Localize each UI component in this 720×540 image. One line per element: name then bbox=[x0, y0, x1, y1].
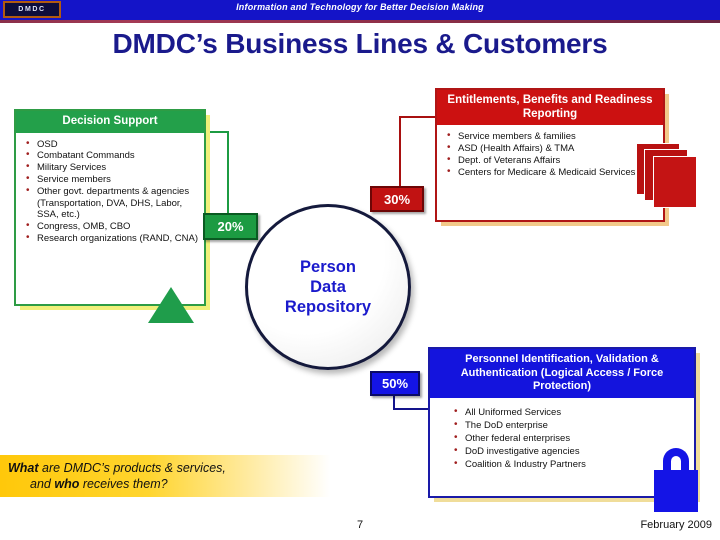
question-keyword-who: who bbox=[54, 477, 80, 491]
stack-card-front bbox=[653, 156, 697, 208]
dmdc-logo: DMDC bbox=[3, 1, 61, 18]
list-item: Other federal enterprises bbox=[452, 432, 688, 446]
card-decision-support-body: OSD Combatant Commands Military Services… bbox=[16, 133, 204, 249]
person-data-repository-circle: Person Data Repository bbox=[245, 204, 411, 370]
list-item: Combatant Commands bbox=[24, 149, 201, 161]
card-decision-support: Decision Support OSD Combatant Commands … bbox=[14, 109, 206, 306]
question-line2-pre: and bbox=[30, 477, 55, 491]
connector-green-vertical bbox=[227, 131, 229, 215]
card-entitlements: Entitlements, Benefits and Readiness Rep… bbox=[435, 88, 665, 222]
person-data-repository-label: Person Data Repository bbox=[285, 257, 371, 317]
card-personnel-identification-body: All Uniformed Services The DoD enterpris… bbox=[430, 398, 694, 476]
question-line2-rest: receives them? bbox=[79, 477, 168, 491]
list-item: Congress, OMB, CBO bbox=[24, 220, 201, 232]
card-entitlements-heading: Entitlements, Benefits and Readiness Rep… bbox=[437, 90, 663, 125]
badge-entitlements-percent: 30% bbox=[370, 186, 424, 212]
connector-blue-horizontal bbox=[393, 408, 433, 410]
list-item: Dept. of Veterans Affairs bbox=[445, 154, 657, 167]
padlock-shackle bbox=[663, 448, 689, 478]
badge-personnel-identification-percent: 50% bbox=[370, 371, 420, 396]
list-item: Coalition & Industry Partners bbox=[452, 458, 688, 472]
list-item: Centers for Medicare & Medicaid Services bbox=[445, 166, 657, 179]
header-bar bbox=[0, 0, 720, 20]
list-item: Service members & families bbox=[445, 130, 657, 143]
list-item: Military Services bbox=[24, 161, 201, 173]
question-keyword-what: What bbox=[8, 461, 39, 475]
page-number: 7 bbox=[356, 519, 364, 531]
personnel-identification-list: All Uniformed Services The DoD enterpris… bbox=[452, 406, 688, 472]
list-item: Research organizations (RAND, CNA) bbox=[24, 232, 201, 244]
circle-label-line-1: Person bbox=[300, 258, 356, 276]
card-personnel-identification-heading: Personnel Identification, Validation & A… bbox=[430, 349, 694, 398]
list-item: Other govt. departments & agencies (Tran… bbox=[24, 185, 201, 220]
list-item: ASD (Health Affairs) & TMA bbox=[445, 142, 657, 155]
connector-red-vertical bbox=[399, 116, 401, 190]
card-decision-support-heading: Decision Support bbox=[16, 111, 204, 133]
footer-date: February 2009 bbox=[640, 519, 712, 531]
connector-green-horizontal bbox=[205, 131, 229, 133]
list-item: DoD investigative agencies bbox=[452, 445, 688, 459]
circle-label-line-2: Data bbox=[310, 278, 346, 296]
list-item: Service members bbox=[24, 173, 201, 185]
badge-decision-support-percent: 20% bbox=[203, 213, 258, 240]
header-tagline: Information and Technology for Better De… bbox=[236, 2, 484, 12]
entitlements-list: Service members & families ASD (Health A… bbox=[445, 130, 657, 179]
question-line1-rest: are DMDC’s products & services, bbox=[38, 461, 226, 475]
card-personnel-identification: Personnel Identification, Validation & A… bbox=[428, 347, 696, 498]
list-item: The DoD enterprise bbox=[452, 419, 688, 433]
question-text: What are DMDC’s products & services, and… bbox=[0, 460, 226, 492]
blue-padlock-icon bbox=[650, 448, 702, 512]
green-triangle-icon bbox=[148, 287, 194, 323]
connector-blue-vertical bbox=[393, 394, 395, 410]
connector-red-horizontal bbox=[399, 116, 437, 118]
padlock-body bbox=[654, 470, 698, 512]
red-document-stack-icon bbox=[636, 143, 698, 213]
list-item: OSD bbox=[24, 137, 201, 149]
dmdc-logo-text: DMDC bbox=[18, 6, 46, 13]
question-banner: What are DMDC’s products & services, and… bbox=[0, 455, 330, 497]
header-divider-rule bbox=[0, 20, 720, 23]
circle-label-line-3: Repository bbox=[284, 298, 372, 316]
decision-support-list: OSD Combatant Commands Military Services… bbox=[24, 137, 201, 244]
list-item: All Uniformed Services bbox=[452, 406, 688, 420]
page-title: DMDC’s Business Lines & Customers bbox=[112, 28, 608, 59]
card-entitlements-body: Service members & families ASD (Health A… bbox=[437, 125, 663, 183]
